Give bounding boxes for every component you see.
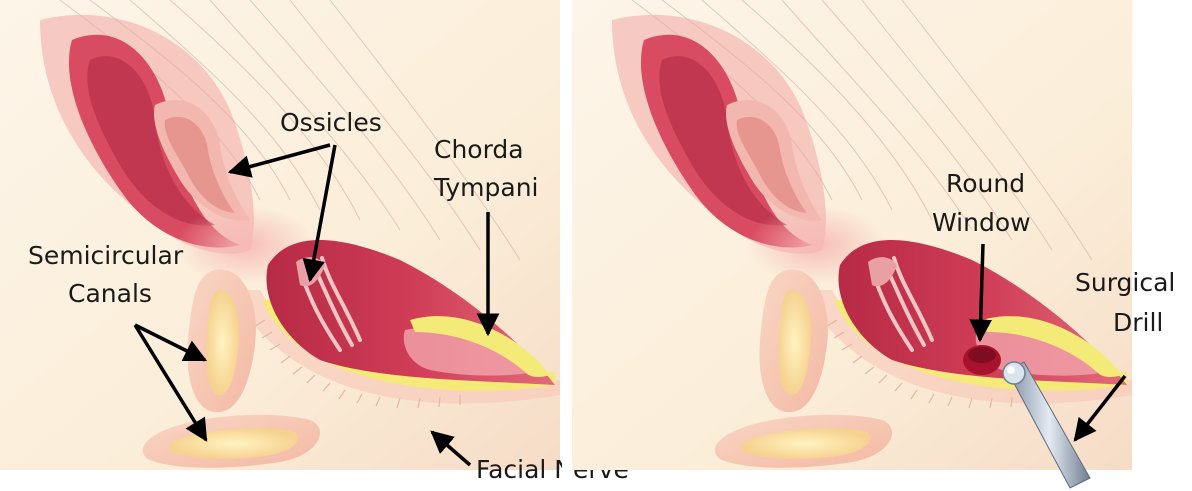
ossicles-label: Ossicles	[280, 108, 382, 137]
right-anatomy-illustration	[572, 0, 1132, 470]
surgical-drill-label-line1: Surgical	[1075, 268, 1175, 297]
surgical-drill-label-line2: Drill	[1113, 308, 1163, 337]
round-window-label-line1: Round	[946, 169, 1025, 198]
panel-divider	[562, 0, 572, 491]
right-panel: Round Window Surgical Drill	[572, 0, 1175, 488]
chorda-label-line1: Chorda	[434, 135, 524, 164]
semicircular-label-line1: Semicircular	[28, 241, 184, 270]
left-panel: Ossicles Chorda Tympani Semicircular Can…	[0, 0, 629, 484]
left-anatomy-illustration	[0, 0, 560, 470]
semicircular-label-line2: Canals	[68, 279, 152, 308]
chorda-label-line2: Tympani	[433, 173, 539, 202]
round-window-label-line2: Window	[932, 208, 1031, 237]
